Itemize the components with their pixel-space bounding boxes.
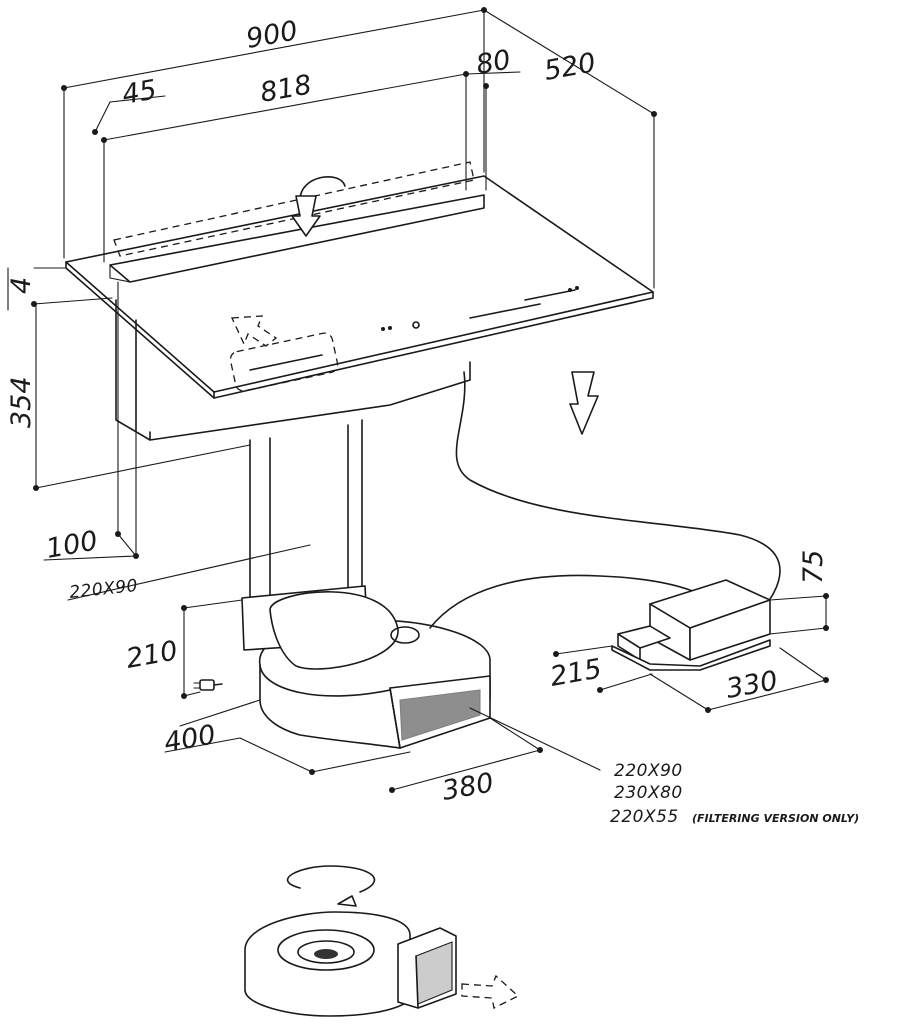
outlet-size-1: 220X90 xyxy=(614,761,683,781)
dim-box-width: 215 xyxy=(548,653,604,692)
dim-depth: 520 xyxy=(542,47,598,86)
dim-box-depth: 330 xyxy=(724,665,780,704)
outlet-size-3: 220X55 xyxy=(610,807,679,827)
dim-body-height: 354 xyxy=(6,376,37,428)
cable-hob xyxy=(455,371,781,613)
dim-fan-height: 210 xyxy=(124,635,180,674)
down-arrow-icon xyxy=(569,371,599,435)
dim-left-offset: 45 xyxy=(120,74,159,110)
rotate-arrow-icon xyxy=(291,176,346,237)
outlet-size-2: 230X80 xyxy=(614,783,683,803)
dim-fan-width: 400 xyxy=(162,719,218,758)
dim-front-offset: 100 xyxy=(44,525,100,564)
outlet-flow-arrow-icon xyxy=(461,974,520,1009)
dim-glass-thickness: 4 xyxy=(6,277,37,294)
control-panel xyxy=(229,286,579,392)
fan-detail xyxy=(244,865,520,1017)
power-plug-icon xyxy=(193,679,223,691)
dim-right-offset: 80 xyxy=(474,44,513,80)
duct-column xyxy=(249,419,363,601)
dim-total-width: 900 xyxy=(244,15,300,54)
cable-fan xyxy=(429,574,701,629)
dimension-lines xyxy=(7,7,829,793)
duct-size-label: 220X90 xyxy=(68,576,138,603)
fan-motor-unit xyxy=(241,585,491,749)
downdraft-slot xyxy=(109,194,485,283)
cutout-outline xyxy=(113,161,475,257)
hob-body xyxy=(115,299,471,441)
control-box xyxy=(611,579,771,671)
hob-glass-top xyxy=(65,175,654,399)
outlet-size-3-note: (FILTERING VERSION ONLY) xyxy=(692,812,859,825)
rotation-arrow-icon xyxy=(286,865,376,893)
dim-box-height: 75 xyxy=(798,550,829,584)
dim-fan-depth: 380 xyxy=(440,767,496,806)
